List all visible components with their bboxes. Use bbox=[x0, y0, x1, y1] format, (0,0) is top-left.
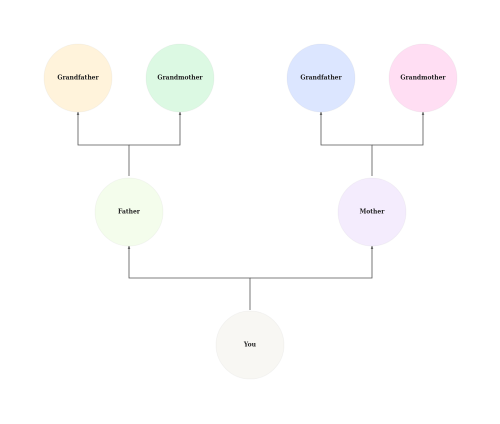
connector-you-to-mother bbox=[250, 245, 374, 279]
node-maternal-grandfather-circle bbox=[286, 43, 356, 113]
node-mother: Mother bbox=[337, 177, 407, 247]
node-mother-label: Mother bbox=[360, 209, 386, 216]
node-you: You bbox=[215, 310, 285, 380]
node-maternal-grandmother-label: Grandmother bbox=[400, 75, 446, 82]
connectors bbox=[76, 111, 425, 310]
node-you-circle bbox=[215, 310, 285, 380]
node-paternal-grandfather: Grandfather bbox=[43, 43, 113, 113]
node-father: Father bbox=[94, 177, 164, 247]
node-paternal-grandmother-label: Grandmother bbox=[157, 75, 203, 82]
node-paternal-grandfather-circle bbox=[43, 43, 113, 113]
connector-mother-to-grandmother bbox=[372, 111, 425, 146]
node-paternal-grandmother-circle bbox=[145, 43, 215, 113]
node-mother-circle bbox=[337, 177, 407, 247]
node-paternal-grandmother: Grandmother bbox=[145, 43, 215, 113]
node-paternal-grandfather-label: Grandfather bbox=[57, 75, 99, 82]
connector-mother-to-grandfather bbox=[319, 111, 373, 176]
node-father-circle bbox=[94, 177, 164, 247]
node-maternal-grandmother-circle bbox=[388, 43, 458, 113]
node-maternal-grandfather-label: Grandfather bbox=[300, 75, 342, 82]
node-maternal-grandmother: Grandmother bbox=[388, 43, 458, 113]
node-father-label: Father bbox=[118, 209, 141, 216]
node-maternal-grandfather: Grandfather bbox=[286, 43, 356, 113]
connector-father-to-grandmother bbox=[129, 111, 182, 146]
node-you-label: You bbox=[243, 342, 257, 349]
connector-father-to-grandfather bbox=[76, 111, 130, 176]
connector-you-to-father bbox=[127, 245, 251, 310]
